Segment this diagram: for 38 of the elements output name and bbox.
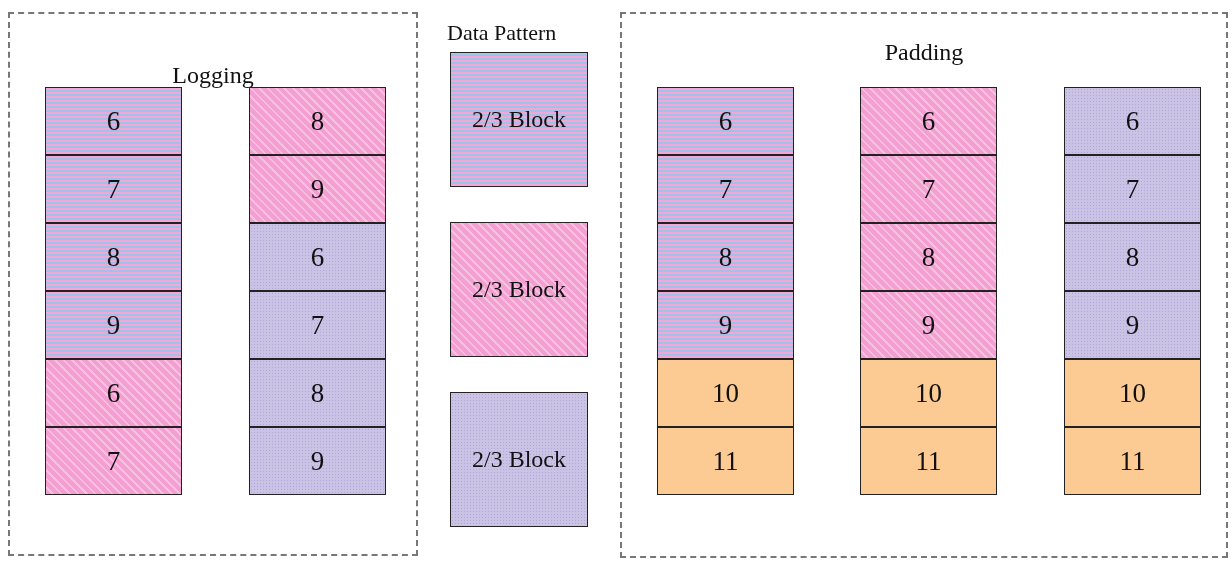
block-cell: 10 (1064, 359, 1201, 427)
dashed-group-frame (8, 12, 418, 556)
block-cell: 6 (249, 223, 386, 291)
block-cell: 6 (45, 87, 182, 155)
heading-text: Data Pattern (447, 20, 557, 46)
block-cell: 8 (249, 87, 386, 155)
block-cell: 8 (860, 223, 997, 291)
block-cell: 8 (1064, 223, 1201, 291)
group-title: Padding (883, 39, 965, 66)
block-cell: 10 (657, 359, 794, 427)
block-cell: 8 (249, 359, 386, 427)
block-cell: 8 (657, 223, 794, 291)
block-cell: 7 (45, 427, 182, 495)
block-cell: 7 (860, 155, 997, 223)
block-cell: 9 (860, 291, 997, 359)
block-cell: 9 (249, 427, 386, 495)
block-cell: 9 (45, 291, 182, 359)
block-cell: 6 (860, 87, 997, 155)
block-cell: 6 (45, 359, 182, 427)
pattern-sample-box: 2/3 Block (450, 222, 588, 357)
dashed-group-frame (620, 12, 1228, 558)
block-cell: 7 (249, 291, 386, 359)
block-cell: 6 (1064, 87, 1201, 155)
pattern-sample-box: 2/3 Block (450, 392, 588, 527)
block-cell: 9 (1064, 291, 1201, 359)
block-cell: 7 (657, 155, 794, 223)
block-cell: 11 (1064, 427, 1201, 495)
block-cell: 7 (45, 155, 182, 223)
group-title: Logging (171, 62, 255, 89)
block-cell: 6 (657, 87, 794, 155)
block-cell: 11 (860, 427, 997, 495)
pattern-sample-box: 2/3 Block (450, 52, 588, 187)
block-cell: 11 (657, 427, 794, 495)
block-cell: 9 (657, 291, 794, 359)
block-cell: 9 (249, 155, 386, 223)
block-cell: 8 (45, 223, 182, 291)
block-cell: 7 (1064, 155, 1201, 223)
block-cell: 10 (860, 359, 997, 427)
